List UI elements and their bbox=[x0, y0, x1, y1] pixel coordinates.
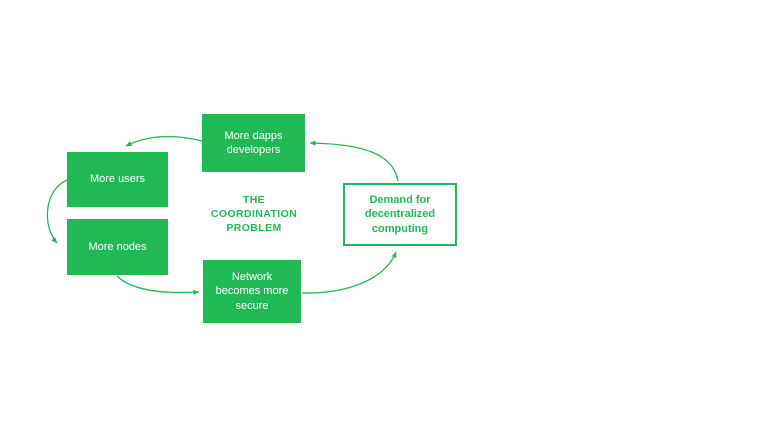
node-demand-for-decentralized-computing: Demand for decentralized computing bbox=[343, 183, 457, 246]
arrow-dapps-to-users bbox=[125, 135, 203, 147]
diagram-title: THE COORDINATION PROBLEM bbox=[194, 193, 314, 235]
node-more-nodes: More nodes bbox=[67, 219, 168, 275]
diagram-title-line: PROBLEM bbox=[226, 222, 282, 234]
arrow-demand-to-dapps bbox=[309, 140, 399, 182]
node-more-users: More users bbox=[67, 152, 168, 207]
arrow-nodes-to-network bbox=[116, 275, 200, 295]
node-label: Network becomes more secure bbox=[215, 271, 289, 312]
node-label: Demand for decentralized computing bbox=[364, 194, 436, 235]
arrow-users-to-nodes bbox=[46, 179, 68, 244]
node-label: More dapps developers bbox=[224, 129, 283, 156]
node-label: More nodes bbox=[88, 240, 147, 253]
diagram-title-line: COORDINATION bbox=[210, 208, 298, 220]
node-network-becomes-more-secure: Network becomes more secure bbox=[203, 260, 301, 323]
arrow-network-to-demand bbox=[301, 251, 397, 294]
node-more-dapps-developers: More dapps developers bbox=[202, 114, 305, 172]
node-label: More users bbox=[89, 173, 146, 186]
diagram-title-line: THE bbox=[242, 194, 266, 206]
